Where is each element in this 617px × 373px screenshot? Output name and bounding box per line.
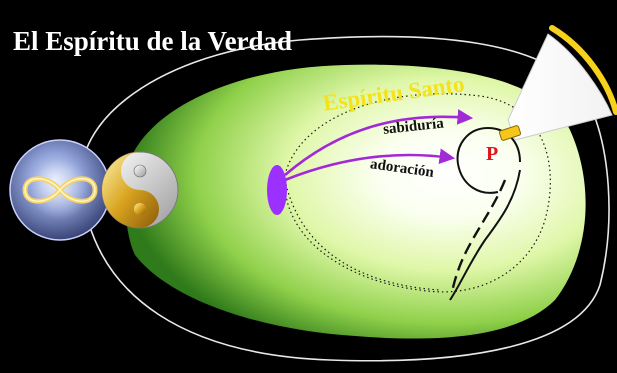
source-ellipse	[267, 165, 287, 215]
page-title: El Espíritu de la Verdad	[13, 26, 292, 56]
center-letter-p: P	[486, 143, 498, 165]
infinity-icon	[10, 140, 110, 240]
yin-yang-icon	[102, 152, 178, 228]
